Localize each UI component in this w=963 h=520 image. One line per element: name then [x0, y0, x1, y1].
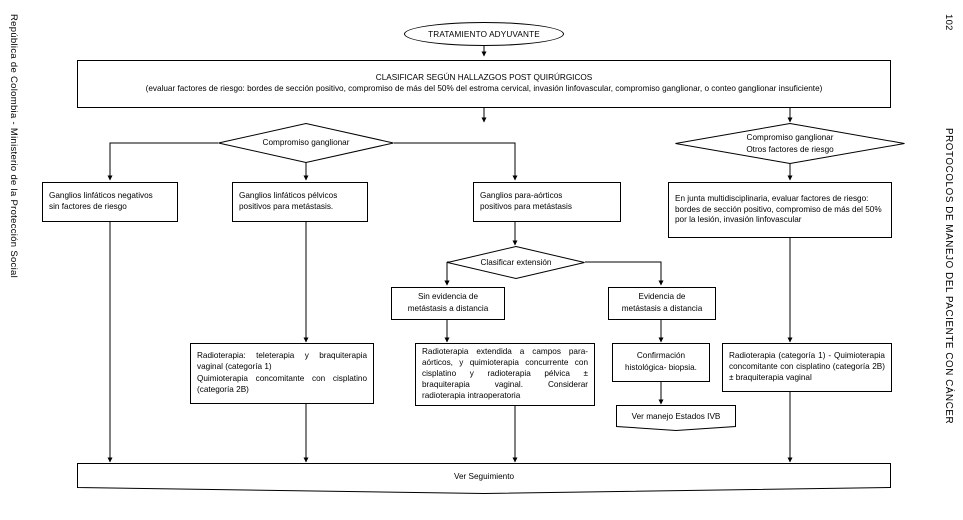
decision-right-line2: Otros factores de riesgo — [746, 144, 834, 154]
left-margin-imprint: República de Colombia - Ministerio de la… — [8, 14, 19, 278]
page-number: 102 — [943, 14, 954, 31]
node-negative-nodes: Ganglios linfáticos negativos sin factor… — [42, 182, 178, 222]
decision-left-line1: Compromiso ganglionar — [262, 138, 350, 148]
right-margin-header-text: PROTOCOLOS DE MANEJO DEL PACIENTE CON CÁ… — [943, 128, 954, 425]
diamond-shape-left — [218, 123, 394, 163]
diamond-shape-extension — [447, 246, 585, 279]
node-paraaortic-nodes: Ganglios para-aórticos positivos para me… — [473, 182, 621, 222]
node-start-treatment-label: TRATAMIENTO ADYUVANTE — [428, 29, 540, 39]
node-no-distant-metastasis-line2: metástasis a distancia — [407, 303, 489, 313]
decision-classify-extension: Clasificar extensión — [447, 246, 585, 279]
node-no-distant-metastasis: Sin evidencia de metástasis a distancia — [391, 287, 505, 320]
node-treatment-board: Radioterapia (categoría 1) - Quimioterap… — [722, 343, 892, 392]
node-histologic-confirmation: Confirmación histológica- biopsia. — [612, 343, 710, 382]
node-negative-nodes-line2: sin factores de riesgo — [49, 202, 127, 212]
decision-nodal-involvement-right: Compromiso ganglionar Otros factores de … — [675, 123, 905, 164]
flag-shape-ivb — [616, 405, 736, 432]
node-treatment-board-text: Radioterapia (categoría 1) - Quimioterap… — [729, 351, 885, 382]
node-pelvic-nodes: Ganglios linfáticos pélvicos positivos p… — [232, 182, 368, 222]
decision-extension-line1: Clasificar extensión — [480, 257, 552, 267]
flag-shape-followup — [77, 463, 891, 495]
node-multidisciplinary-board: En junta multidisciplinaria, evaluar fac… — [668, 182, 892, 238]
node-no-distant-metastasis-line1: Sin evidencia de — [417, 292, 479, 302]
node-distant-metastasis: Evidencia de metástasis a distancia — [608, 287, 716, 320]
node-distant-metastasis-line1: Evidencia de — [638, 292, 686, 302]
node-multidisciplinary-board-text: En junta multidisciplinaria, evaluar fac… — [675, 193, 882, 225]
node-see-followup: Ver Seguimiento — [77, 463, 891, 495]
node-pelvic-nodes-line2: positivos para metástasis. — [239, 202, 334, 212]
node-negative-nodes-line1: Ganglios linfáticos negativos — [49, 190, 153, 200]
node-classify-detail: (evaluar factores de riesgo: bordes de s… — [145, 84, 823, 94]
node-treatment-paraaortic: Radioterapia extendida a campos para-aór… — [415, 343, 595, 406]
node-see-stage-ivb: Ver manejo Estados IVB — [616, 405, 736, 432]
node-classify-postsurgical: CLASIFICAR SEGÚN HALLAZGOS POST QUIRÚRGI… — [77, 60, 891, 108]
page-number-text: 102 — [943, 14, 954, 31]
node-distant-metastasis-line2: metástasis a distancia — [621, 303, 703, 313]
node-pelvic-nodes-line1: Ganglios linfáticos pélvicos — [239, 190, 338, 200]
node-histologic-confirmation-line1: Confirmación — [636, 351, 686, 361]
node-see-stage-ivb-label: Ver manejo Estados IVB — [631, 411, 721, 421]
node-paraaortic-nodes-line1: Ganglios para-aórticos — [480, 190, 563, 200]
node-histologic-confirmation-line2: histológica- biopsia. — [625, 362, 697, 372]
decision-right-line1: Compromiso ganglionar — [746, 132, 834, 142]
left-margin-imprint-text: República de Colombia - Ministerio de la… — [8, 14, 19, 278]
right-margin-header: PROTOCOLOS DE MANEJO DEL PACIENTE CON CÁ… — [943, 128, 954, 424]
node-treatment-pelvic-line1: Radioterapia: teleterapia y braquiterapi… — [197, 351, 367, 372]
node-treatment-pelvic: Radioterapia: teleterapia y braquiterapi… — [190, 343, 374, 404]
node-treatment-paraaortic-text: Radioterapia extendida a campos para-aór… — [422, 347, 588, 400]
node-see-followup-label: Ver Seguimiento — [453, 471, 515, 481]
node-start-treatment: TRATAMIENTO ADYUVANTE — [404, 22, 564, 46]
decision-nodal-involvement-left: Compromiso ganglionar — [218, 123, 394, 163]
diamond-shape-right — [675, 123, 905, 164]
node-classify-title: CLASIFICAR SEGÚN HALLAZGOS POST QUIRÚRGI… — [375, 72, 593, 82]
node-paraaortic-nodes-line2: positivos para metástasis — [480, 202, 572, 212]
node-treatment-pelvic-line2: Quimioterapia concomitante con cisplatin… — [197, 373, 367, 394]
